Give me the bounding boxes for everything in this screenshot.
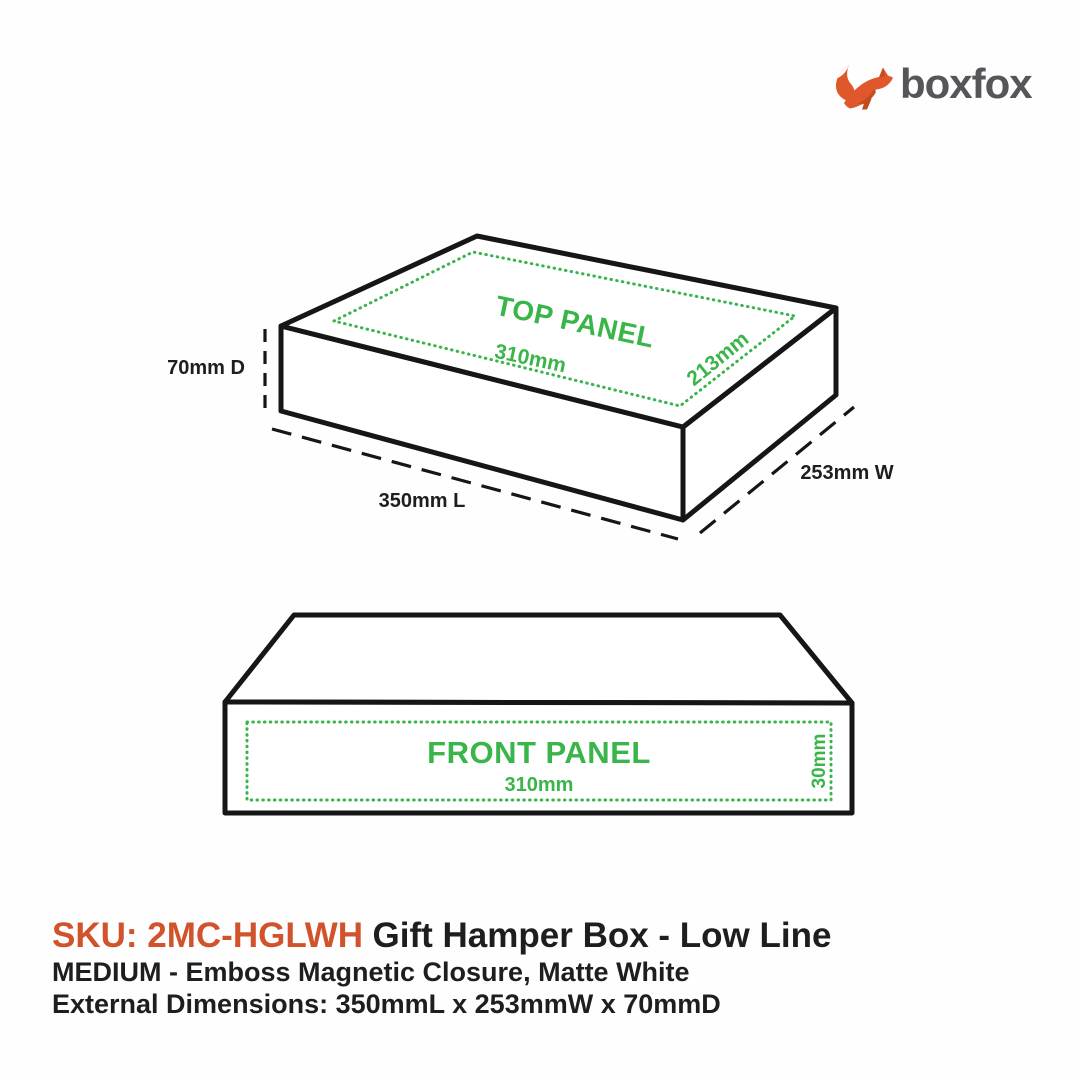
product-subtitle: MEDIUM - Emboss Magnetic Closure, Matte … bbox=[52, 957, 690, 987]
lid-top-face bbox=[222, 612, 855, 706]
width-dim-line bbox=[698, 405, 856, 535]
front-face bbox=[222, 699, 855, 816]
product-name: Gift Hamper Box - Low Line bbox=[372, 916, 832, 955]
front-panel-length: 310mm bbox=[505, 774, 574, 796]
sku-code: SKU: 2MC-HGLWH bbox=[52, 916, 364, 955]
box-top-face bbox=[278, 233, 839, 430]
width-dim-label: 253mm W bbox=[800, 462, 893, 484]
front-view-drawing: FRONT PANEL 310mm 30mm bbox=[222, 612, 855, 816]
top-panel-print-area bbox=[332, 250, 797, 408]
front-panel-height: 30mm bbox=[809, 734, 830, 789]
brand-logo: boxfox bbox=[828, 56, 1033, 112]
product-dimensions: External Dimensions: 350mmL x 253mmW x 7… bbox=[52, 989, 721, 1019]
depth-dim-label: 70mm D bbox=[167, 357, 245, 379]
brand-name: boxfox bbox=[900, 60, 1033, 107]
length-dim-line bbox=[271, 427, 679, 541]
front-panel-label: FRONT PANEL bbox=[427, 735, 651, 770]
front-panel-print-area bbox=[245, 720, 833, 802]
length-dim-label: 350mm L bbox=[379, 490, 466, 512]
fox-icon bbox=[836, 65, 893, 110]
top-view-drawing: TOP PANEL 310mm 213mm 70mm D 350mm L 253… bbox=[167, 233, 894, 541]
